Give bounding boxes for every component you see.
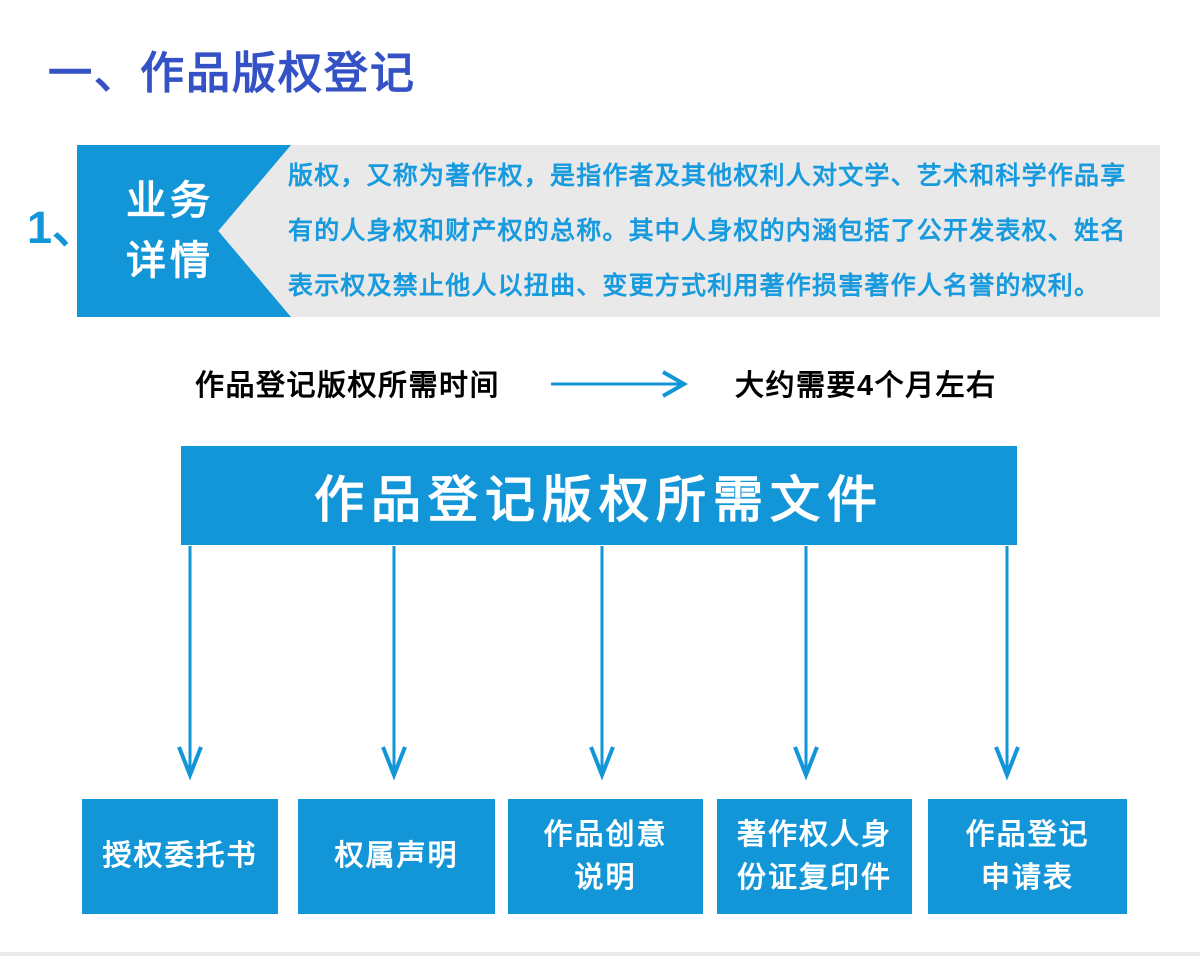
- timeline-duration: 大约需要4个月左右: [735, 370, 997, 402]
- doc-box-registration-form: 作品登记 申请表: [928, 799, 1127, 914]
- bottom-edge-strip: [0, 952, 1200, 956]
- doc-label: 著作权人身 份证复印件: [736, 818, 892, 894]
- banner-title: 作品登记版权所需文件: [314, 471, 884, 528]
- down-arrows: [177, 546, 1020, 781]
- doc-label: 作品登记 申请表: [965, 818, 1090, 894]
- down-arrow-icon: [177, 546, 203, 781]
- business-detail-panel: 版权，又称为著作权，是指作者及其他权利人对文学、艺术和科学作品享 有的人身权和财…: [77, 145, 1160, 317]
- doc-box-ownership-statement: 权属声明: [298, 799, 495, 914]
- doc-label: 授权委托书: [102, 840, 258, 872]
- description-line: 有的人身权和财产权的总称。其中人身权的内涵包括了公开发表权、姓名: [288, 216, 1127, 245]
- down-arrow-icon: [793, 546, 819, 781]
- doc-box-id-copy: 著作权人身 份证复印件: [717, 799, 912, 914]
- business-detail-flag: 业务 详情: [77, 145, 291, 317]
- business-description: 版权，又称为著作权，是指作者及其他权利人对文学、艺术和科学作品享 有的人身权和财…: [288, 145, 1148, 317]
- timeline-label: 作品登记版权所需时间: [195, 370, 501, 402]
- doc-box-authorization-letter: 授权委托书: [82, 799, 278, 914]
- down-arrow-icon: [381, 546, 407, 781]
- doc-label: 作品创意 说明: [543, 818, 668, 894]
- flag-label: 业务 详情: [126, 179, 214, 283]
- description-line: 版权，又称为著作权，是指作者及其他权利人对文学、艺术和科学作品享: [288, 161, 1127, 190]
- right-arrow-icon: [551, 370, 689, 398]
- doc-label: 权属声明: [334, 840, 459, 872]
- down-arrow-icon: [994, 546, 1020, 781]
- down-arrow-icon: [589, 546, 615, 781]
- doc-box-creative-description: 作品创意 说明: [508, 799, 703, 914]
- description-line: 表示权及禁止他人以扭曲、变更方式利用著作损害著作人名誉的权利。: [288, 271, 1101, 300]
- documents-banner: 作品登记版权所需文件: [181, 446, 1017, 545]
- page-title: 一、作品版权登记: [48, 49, 416, 98]
